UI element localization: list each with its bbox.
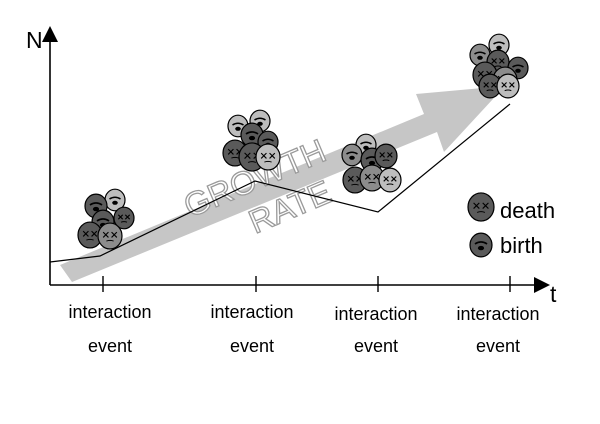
dead-cell-icon — [374, 143, 398, 169]
event-label-4: interaction — [456, 304, 539, 324]
legend-birth-label: birth — [500, 233, 543, 258]
x-axis-label: t — [550, 281, 557, 307]
born-cell-icon — [341, 143, 363, 167]
dead-cell-icon — [97, 222, 123, 250]
event-label-2b: event — [230, 336, 274, 356]
dead-cell-icon — [255, 143, 281, 171]
event-label-1b: event — [88, 336, 132, 356]
dead-cell-icon — [467, 192, 495, 222]
legend: death birth — [467, 192, 555, 258]
event-label-4b: event — [476, 336, 520, 356]
event-label-1: interaction — [68, 302, 151, 322]
dead-cell-icon — [467, 192, 495, 222]
y-axis-label: N — [26, 27, 43, 53]
cell-clusters — [77, 33, 529, 250]
dead-cell-icon — [496, 73, 520, 99]
legend-death-label: death — [500, 198, 555, 223]
event-label-3b: event — [354, 336, 398, 356]
dead-cell-icon — [478, 73, 502, 99]
born-cell-icon — [469, 232, 493, 258]
cluster-event-1 — [77, 188, 135, 250]
cluster-event-4 — [469, 33, 529, 99]
dead-cell-icon — [359, 164, 385, 192]
growth-rate-arrow — [60, 86, 505, 282]
born-cell-icon — [469, 232, 493, 258]
event-label-3: interaction — [334, 304, 417, 324]
dead-cell-icon — [77, 221, 103, 249]
cluster-event-2 — [222, 109, 281, 172]
x-axis-ticks — [102, 276, 511, 292]
event-label-2: interaction — [210, 302, 293, 322]
dead-cell-icon — [378, 167, 402, 193]
cluster-event-3 — [341, 133, 402, 194]
event-labels: interaction event interaction event inte… — [68, 302, 539, 356]
population-trajectory — [49, 103, 511, 263]
